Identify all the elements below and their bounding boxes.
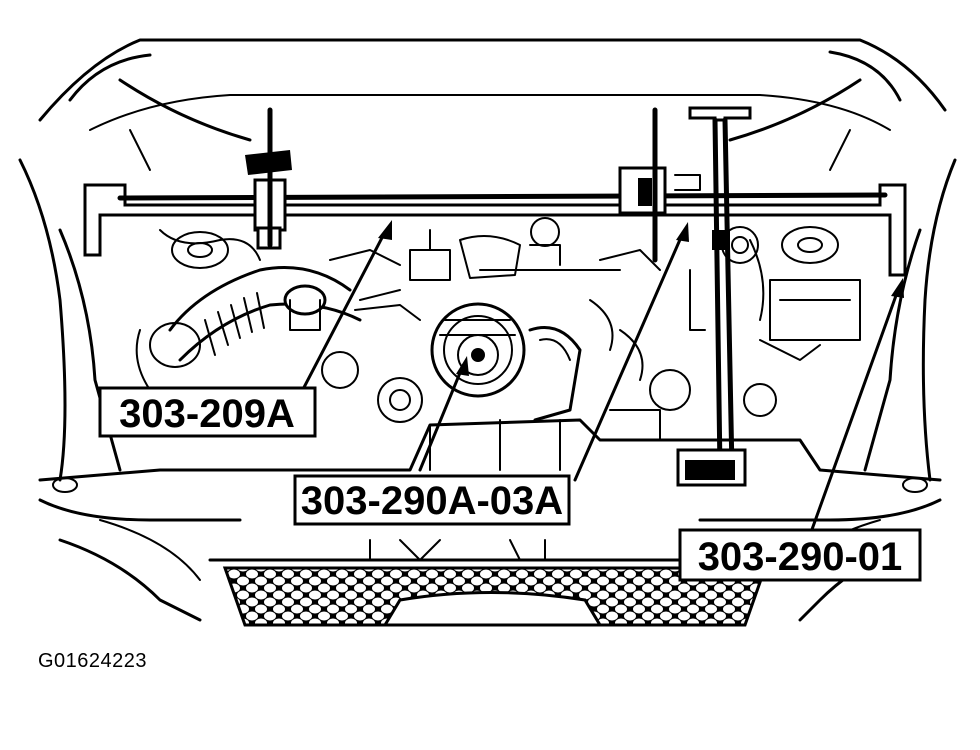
- callout-303-290A-03A-label: 303-290A-03A: [301, 479, 563, 523]
- callout-303-290-01-label: 303-290-01: [698, 535, 903, 579]
- fender-aprons: [58, 226, 922, 472]
- engine-support-bar: [83, 107, 907, 277]
- air-intake-duct: [135, 266, 362, 396]
- callout-303-290-01: 303-290-01: [678, 528, 922, 582]
- lifting-bracket: [676, 106, 752, 487]
- engine-center: [321, 217, 661, 423]
- callout-303-290A-03A: 303-290A-03A: [293, 474, 571, 526]
- leader-lines: [298, 220, 904, 537]
- hood-outline: [18, 38, 957, 482]
- grille: [222, 566, 768, 627]
- radiator-front: [38, 418, 942, 622]
- figure-id: G01624223: [38, 650, 148, 672]
- engine-right: [609, 226, 861, 441]
- callout-303-209A: 303-209A: [98, 386, 317, 438]
- callout-303-209A-label: 303-209A: [119, 392, 295, 436]
